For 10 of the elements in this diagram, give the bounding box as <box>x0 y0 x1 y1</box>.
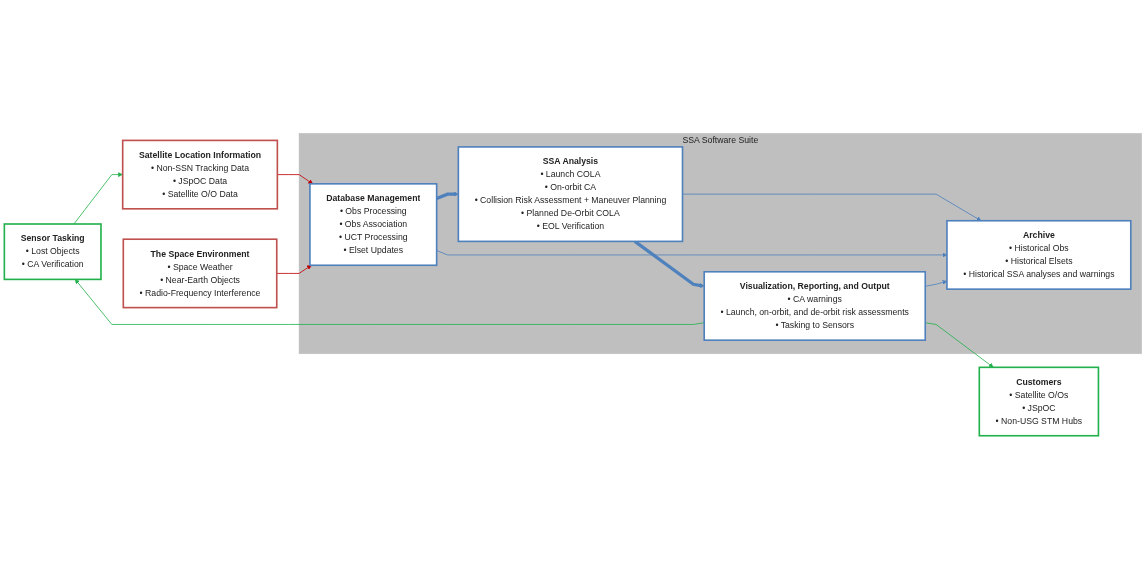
node-box: SSA Analysis • Launch COLA • On-orbit CA • Collision Risk Assessment + Maneuver Planning • Planned De-Orbit COLA • EOL Verification <box>457 146 684 243</box>
node-box: Archive • Historical Obs • Historical Elsets • Historical SSA analyses and warnings <box>946 219 1132 290</box>
node-box: Visualization, Reporting, and Output • CA warnings • Launch, on-orbit, and de-orbit risk assessments • Tasking to Sensors <box>703 270 927 341</box>
arrow <box>436 191 459 201</box>
node-box: Database Management • Obs Processing • Obs Association • UCT Processing • Elset Updates <box>309 182 438 267</box>
node-box: Satellite Location Information • Non-SSN Tracking Data • JSpOC Data • Satellite O/O Data <box>121 139 279 210</box>
node-box: Sensor Tasking • Lost Objects • CA Verification <box>3 223 102 281</box>
node-box: Customers • Satellite O/Os • JSpOC • Non-USG STM Hubs <box>978 366 1100 437</box>
arrow <box>633 240 705 288</box>
node-box: The Space Environment • Space Weather • Near-Earth Objects • Radio-Frequency Interference <box>122 238 278 309</box>
